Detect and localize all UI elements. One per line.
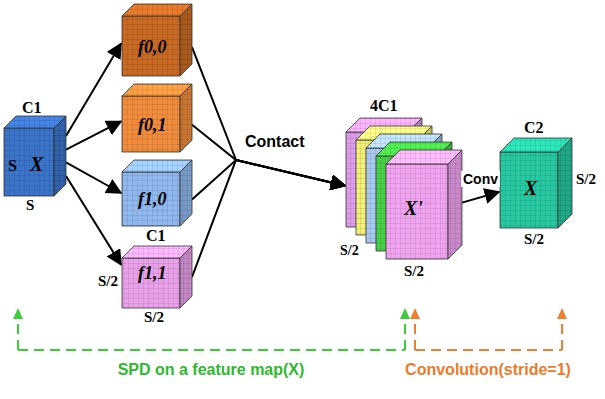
cube-grid — [180, 160, 192, 226]
cube-face — [448, 150, 462, 259]
cube-grid — [122, 96, 180, 152]
flow-arrow — [66, 176, 121, 265]
bracket-caption: SPD on a feature map(X) — [116, 362, 307, 378]
cube-face — [4, 128, 54, 196]
cube-label: f0,1 — [138, 116, 167, 134]
feature-cube: 4C1S/2 X' S/2 — [340, 98, 462, 284]
cube-grid — [54, 116, 66, 196]
cube-grid — [558, 138, 572, 228]
cube-label: f0,0 — [138, 38, 167, 56]
arrow-head — [410, 308, 420, 319]
cube-label: S — [8, 158, 17, 174]
cube-label: X — [30, 154, 43, 174]
cube-label: C2 — [524, 120, 544, 136]
edge-label: Contact — [243, 133, 307, 151]
cube-grid — [122, 16, 180, 76]
arrow-head — [557, 308, 567, 319]
edge-label: Conv — [461, 171, 500, 187]
cube-grid — [4, 128, 54, 196]
dashed-line — [561, 318, 563, 350]
cube-label: X' — [404, 198, 423, 218]
cube-label: 4C1 — [370, 98, 398, 114]
bracket-caption: Convolution(stride=1) — [403, 362, 573, 378]
dashed-line — [414, 318, 416, 350]
cube-grid — [448, 150, 462, 259]
feature-cube: f0,0 — [122, 4, 192, 76]
dashed-line — [17, 318, 19, 350]
flow-arrow — [66, 44, 121, 136]
dashed-line — [415, 349, 562, 351]
cube-face — [122, 96, 180, 152]
cube-face — [122, 172, 180, 226]
cube-label: S/2 — [576, 172, 596, 187]
cube-grid — [180, 84, 192, 152]
flow-arrow — [66, 121, 121, 149]
cube-label: S/2 — [98, 274, 118, 289]
cube-label: C1 — [22, 100, 42, 116]
flow-arrow — [192, 160, 345, 277]
flow-arrow — [192, 125, 345, 186]
cube-face — [122, 258, 180, 308]
feature-cube: C2XS/2S/2 — [500, 120, 604, 250]
cube-face — [54, 116, 66, 196]
cube-grid — [180, 246, 192, 308]
cube-face — [386, 164, 448, 259]
flow-arrow — [462, 192, 499, 203]
cube-grid — [180, 4, 192, 76]
cube-grid — [122, 258, 180, 308]
cube-label: S/2 — [144, 310, 164, 325]
cube-face — [122, 16, 180, 76]
spd-bracket — [13, 308, 410, 350]
dashed-line — [18, 349, 405, 351]
conv-bracket — [410, 308, 567, 350]
cube-label: S/2 — [524, 232, 544, 247]
cube-face — [500, 152, 558, 228]
cube-label: X — [524, 178, 537, 198]
feature-cube: C1S/2 f1,1S/2 — [98, 228, 194, 326]
cube-label: S/2 — [404, 264, 424, 279]
cube-label: S — [26, 198, 34, 213]
cube-label: S/2 — [340, 244, 359, 258]
feature-cube: C1SXS — [4, 100, 66, 212]
dashed-line — [404, 318, 406, 350]
cube-label: C1 — [146, 228, 166, 244]
feature-cube: f1,0 — [122, 160, 192, 226]
cube-grid — [500, 152, 558, 228]
cube-label: f1,0 — [138, 190, 167, 208]
feature-cube: f0,1 — [122, 84, 192, 152]
cube-face — [180, 4, 192, 76]
cube-face — [180, 84, 192, 152]
cube-face — [180, 160, 192, 226]
cube-label: f1,1 — [138, 264, 167, 282]
cube-grid — [386, 164, 448, 259]
arrow-head — [13, 308, 23, 319]
cube-grid — [122, 172, 180, 226]
cube-face — [558, 138, 572, 228]
flow-arrow — [192, 47, 345, 185]
arrow-head — [400, 308, 410, 319]
cube-face — [180, 246, 192, 308]
